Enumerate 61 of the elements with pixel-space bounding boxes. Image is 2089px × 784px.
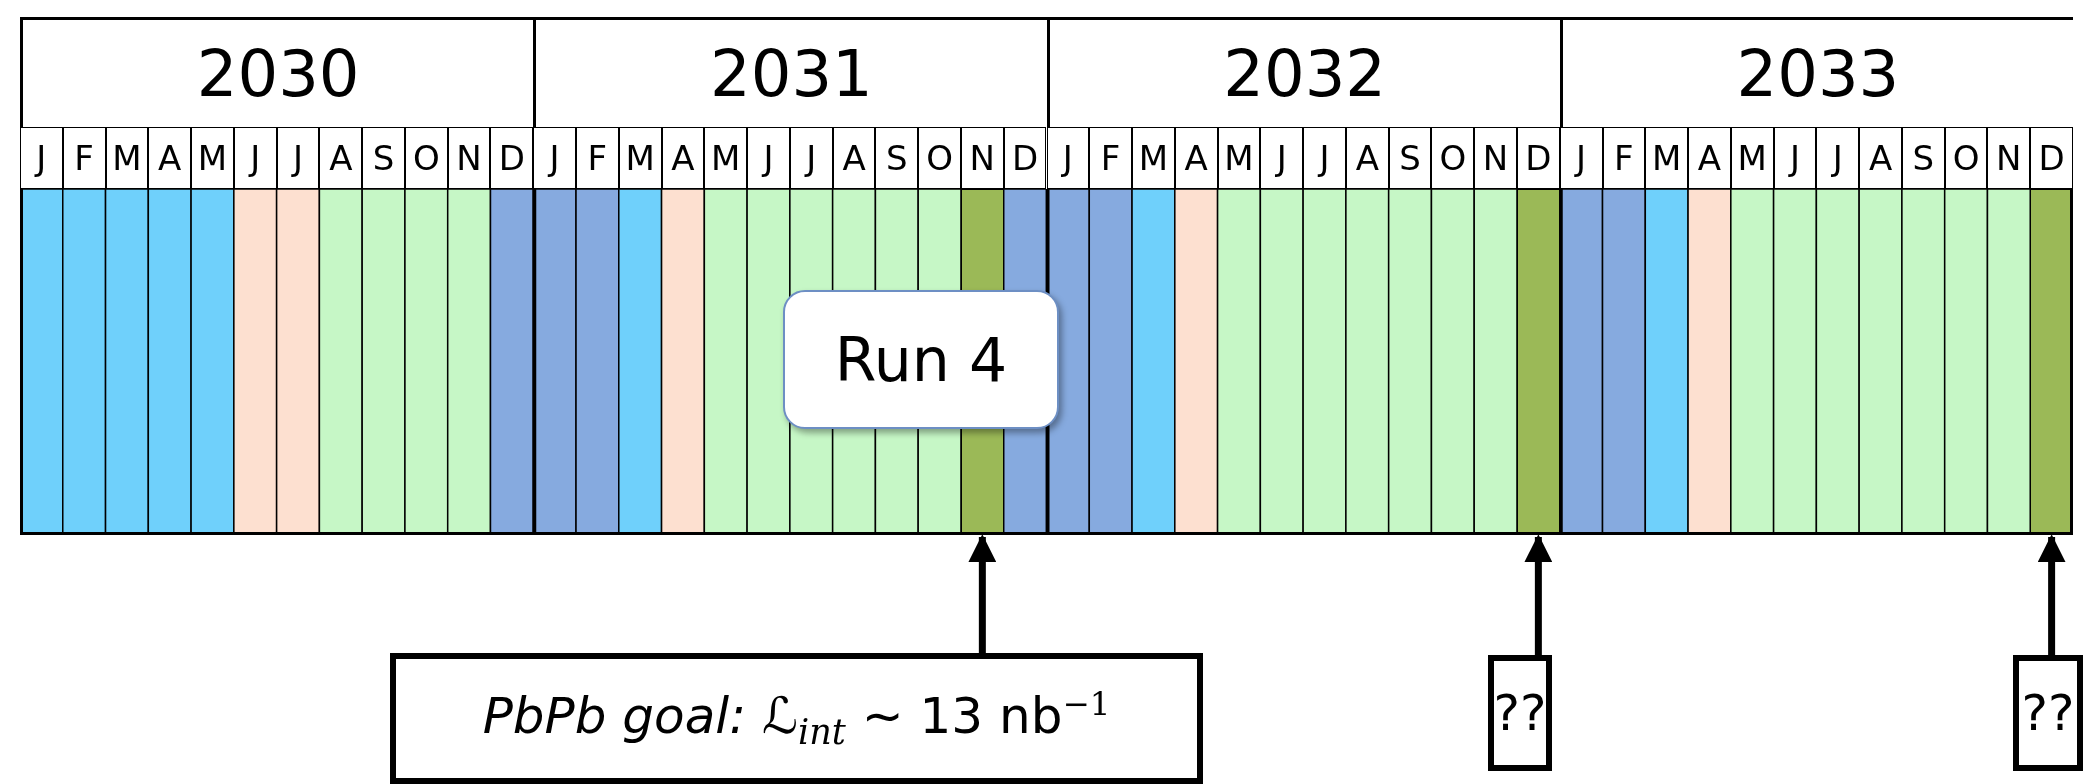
month-label: A <box>148 127 192 189</box>
month-label: J <box>1260 127 1304 189</box>
month-label: A <box>661 127 705 189</box>
month-label: M <box>1645 127 1689 189</box>
month-label: J <box>1303 127 1346 189</box>
month-label: F <box>1602 127 1646 189</box>
month-label: A <box>1174 127 1218 189</box>
month-label: A <box>832 127 876 189</box>
month-label: F <box>576 127 619 189</box>
month-label: S <box>1388 127 1432 189</box>
month-label: N <box>1987 127 2031 189</box>
month-label: M <box>618 127 662 189</box>
month-label: A <box>1345 127 1389 189</box>
month-label: D <box>2030 127 2073 189</box>
month-label: M <box>704 127 748 189</box>
month-label: S <box>362 127 405 189</box>
month-label: N <box>1474 127 1517 189</box>
month-label: N <box>960 127 1004 189</box>
arrow <box>2037 534 2066 655</box>
month-label: J <box>747 127 790 189</box>
year-label: 2031 <box>533 17 1047 127</box>
annotation-box: PbPb goal: ℒ$_{int}$ ∼ 13 nb$^{−1}$ <box>390 653 1203 784</box>
month-label: A <box>1688 127 1731 189</box>
month-label: J <box>789 127 833 189</box>
arrow <box>968 534 997 653</box>
year-label: 2032 <box>1046 17 1560 127</box>
month-label: J <box>233 127 277 189</box>
month-label: M <box>191 127 234 189</box>
month-label: M <box>1132 127 1175 189</box>
month-label: J <box>20 127 63 189</box>
month-label: J <box>1046 127 1090 189</box>
month-label: O <box>918 127 961 189</box>
year-label: 2033 <box>1559 17 2073 127</box>
month-label: J <box>276 127 320 189</box>
month-label: M <box>1730 127 1774 189</box>
month-bar <box>1516 189 1560 535</box>
month-label: D <box>1003 127 1047 189</box>
month-label: S <box>875 127 919 189</box>
run-label-tooltip: Run 4 <box>783 290 1059 429</box>
month-label: J <box>1559 127 1603 189</box>
month-label: A <box>319 127 363 189</box>
month-label: J <box>1773 127 1817 189</box>
month-label: M <box>1217 127 1261 189</box>
month-bar <box>2030 189 2073 535</box>
month-label: J <box>533 127 576 189</box>
month-label: A <box>1859 127 1902 189</box>
month-label: F <box>62 127 106 189</box>
month-label: D <box>490 127 534 189</box>
month-label: D <box>1516 127 1560 189</box>
month-label: O <box>404 127 448 189</box>
arrow <box>1524 534 1553 655</box>
month-label: F <box>1089 127 1133 189</box>
month-label: O <box>1944 127 1988 189</box>
month-label: N <box>447 127 491 189</box>
annotation-box: ?? <box>1488 655 1552 771</box>
month-label: O <box>1431 127 1475 189</box>
annotation-box: ?? <box>2013 655 2083 771</box>
year-label: 2030 <box>20 17 534 127</box>
month-label: S <box>1901 127 1945 189</box>
month-label: J <box>1816 127 1860 189</box>
month-label: M <box>105 127 149 189</box>
